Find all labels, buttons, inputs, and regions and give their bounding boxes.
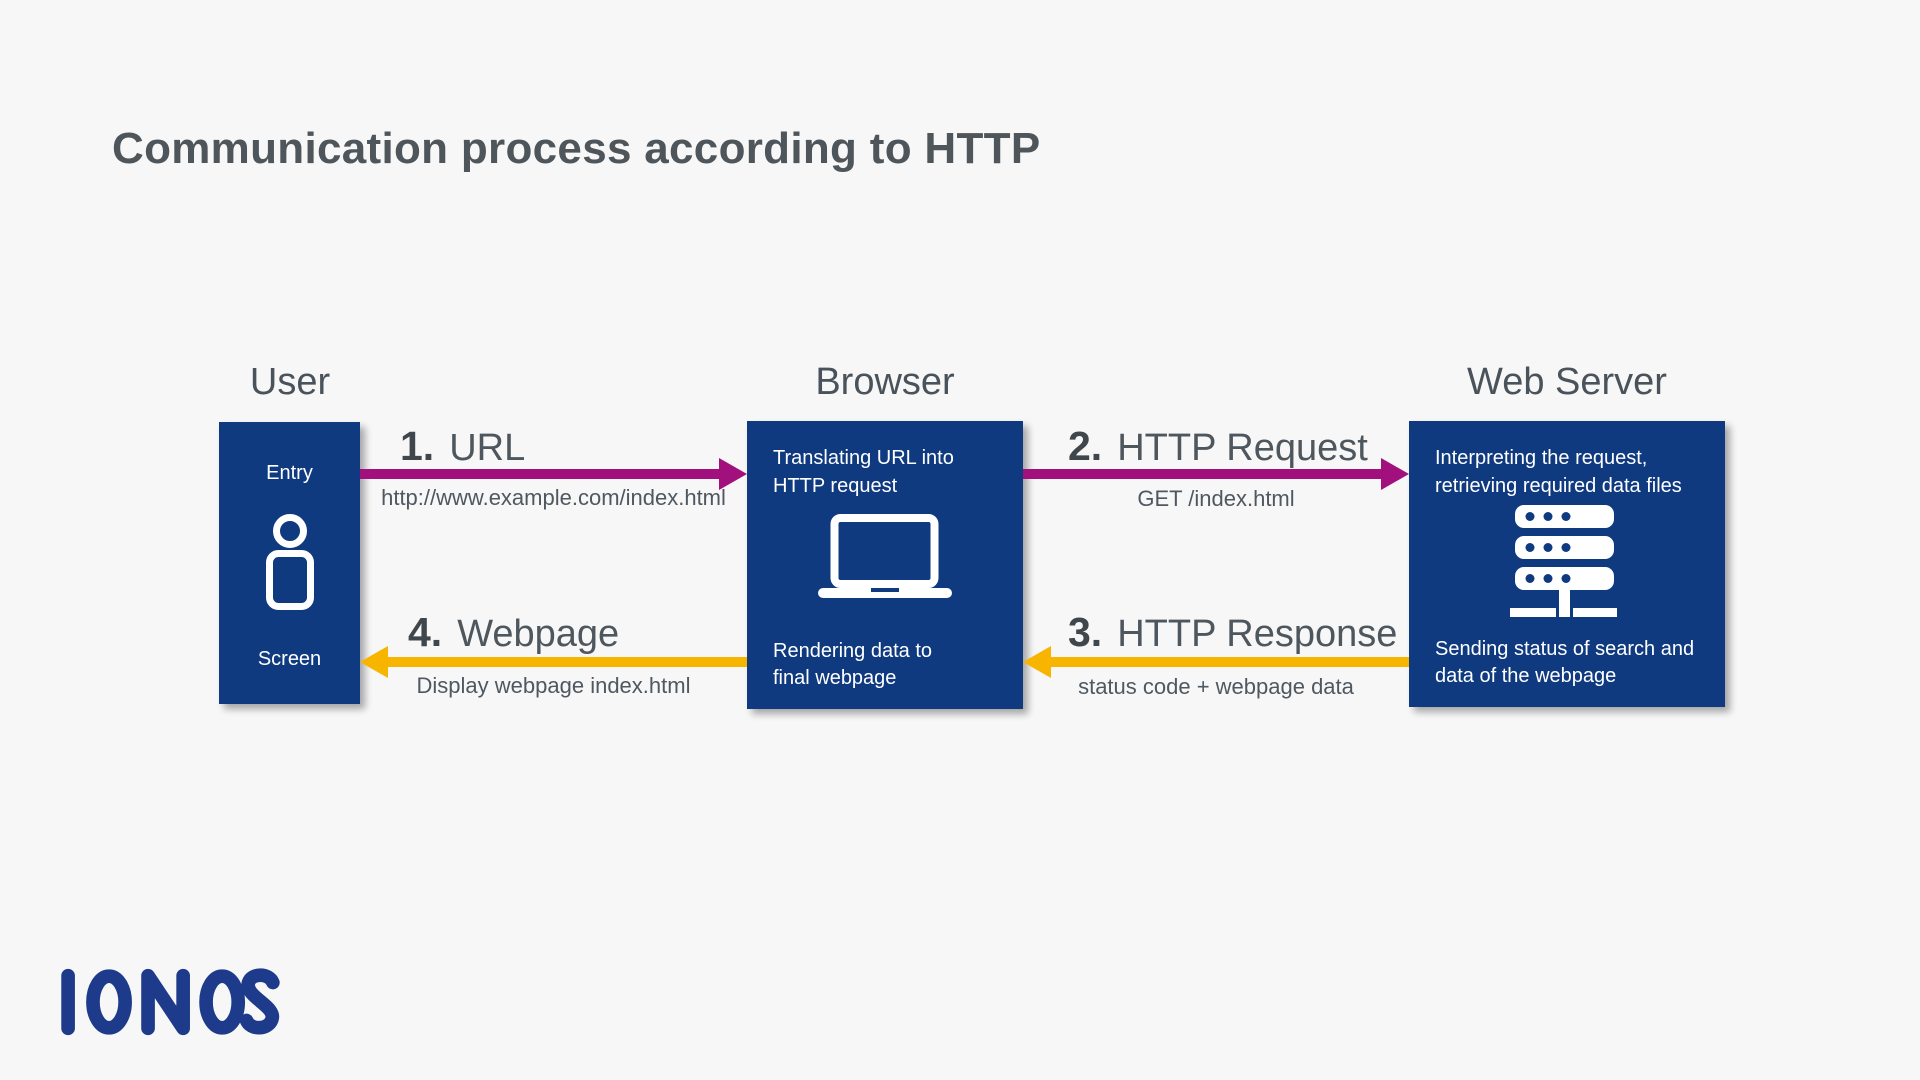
- arrow-head-left-icon: [360, 646, 388, 678]
- arrow-http-response-left: [1023, 646, 1409, 678]
- heading-browser: Browser: [815, 361, 955, 403]
- step-1-label: 1. URL: [400, 423, 526, 469]
- arrow-webpage-left: [360, 646, 747, 678]
- step-3-label: 3. HTTP Response: [1068, 609, 1398, 655]
- arrow-head-right-icon: [1381, 458, 1409, 490]
- server-icon: [1510, 505, 1617, 617]
- step-1-number: 1.: [400, 423, 435, 469]
- user-entry-label: Entry: [266, 462, 313, 484]
- step-3-title: HTTP Response: [1117, 613, 1398, 655]
- browser-box: Translating URL into HTTP request Render…: [747, 421, 1023, 709]
- step-2-label: 2. HTTP Request: [1068, 423, 1368, 469]
- user-box: Entry Screen: [219, 422, 360, 704]
- arrow-http-request-right: [1023, 458, 1409, 490]
- arrow-shaft: [1023, 469, 1391, 479]
- browser-top-text: Translating URL into HTTP request: [773, 447, 954, 497]
- server-bottom-text: Sending status of search and data of the…: [1435, 637, 1695, 688]
- arrow-url-right: [360, 458, 747, 490]
- step-4-sublabel: Display webpage index.html: [416, 673, 691, 698]
- step-4-title: Webpage: [457, 613, 620, 655]
- browser-bottom-text: Rendering data to final webpage: [773, 639, 933, 690]
- heading-user: User: [249, 361, 331, 403]
- step-3-number: 3.: [1068, 609, 1103, 655]
- step-3-sublabel: status code + webpage data: [1078, 674, 1354, 699]
- heading-server: Web Server: [1467, 361, 1667, 403]
- person-icon: [266, 514, 314, 610]
- step-2-title: HTTP Request: [1117, 427, 1368, 469]
- laptop-icon: [818, 514, 952, 598]
- step-4-number: 4.: [408, 609, 443, 655]
- ionos-logo: [61, 968, 280, 1036]
- arrow-shaft: [378, 657, 747, 667]
- step-4-label: 4. Webpage: [408, 609, 620, 655]
- step-1-sublabel: http://www.example.com/index.html: [381, 485, 726, 510]
- step-2-number: 2.: [1068, 423, 1103, 469]
- page-title: Communication process according to HTTP: [112, 124, 1041, 173]
- arrow-head-left-icon: [1023, 646, 1051, 678]
- arrow-shaft: [360, 469, 729, 479]
- user-screen-label: Screen: [257, 648, 322, 670]
- step-2-sublabel: GET /index.html: [1137, 486, 1295, 511]
- server-box: Interpreting the request, retrieving req…: [1409, 421, 1725, 707]
- arrow-head-right-icon: [719, 458, 747, 490]
- step-1-title: URL: [449, 427, 526, 469]
- arrow-shaft: [1041, 657, 1409, 667]
- server-top-text: Interpreting the request, retrieving req…: [1435, 447, 1682, 497]
